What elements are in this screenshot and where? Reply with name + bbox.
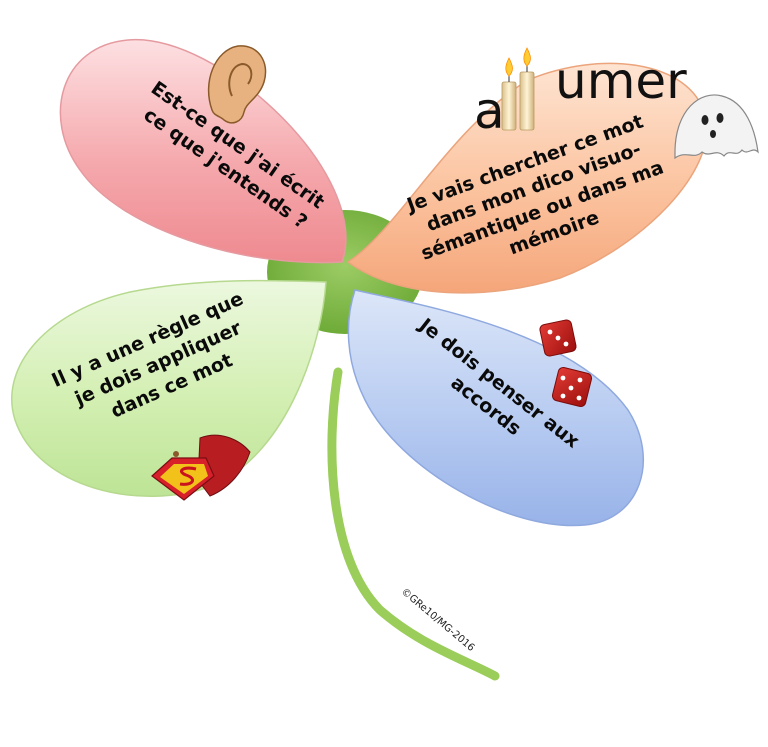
- allumer-letter-a: a: [474, 82, 505, 140]
- ear-icon: [207, 45, 267, 124]
- allumer-word: a umer: [474, 47, 687, 140]
- petal-top-left: Est-ce que j'ai écrit ce que j'entends ?: [59, 39, 347, 264]
- superman-cape-icon: [151, 434, 251, 501]
- dice-icon: [539, 319, 593, 408]
- candles-icon: [501, 47, 535, 131]
- petal-bottom-right: Je dois penser aux accords: [347, 289, 644, 527]
- petal-bottom-left: Il y a une règle que je dois appliquer d…: [11, 279, 327, 497]
- ghost-icon: [674, 94, 759, 160]
- clover-stem: [327, 367, 500, 681]
- allumer-letters-umer: umer: [555, 52, 687, 110]
